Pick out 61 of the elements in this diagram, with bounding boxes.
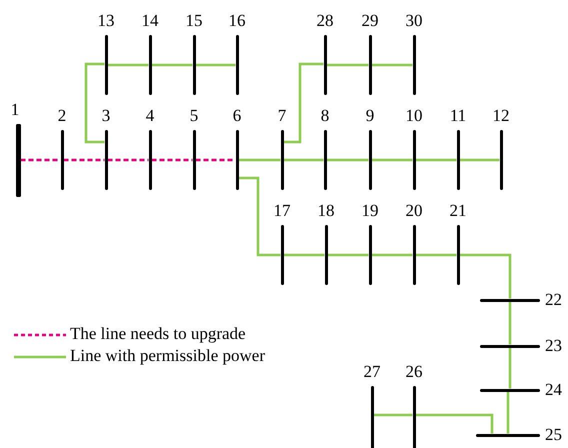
bus-number: 24 (545, 380, 562, 400)
bus-number: 7 (276, 106, 288, 126)
bus-number: 15 (184, 11, 204, 31)
power-line (508, 348, 512, 388)
bus-number: 21 (448, 201, 468, 221)
power-line (284, 158, 324, 162)
bus-number: 30 (404, 11, 424, 31)
bus-number: 19 (360, 201, 380, 221)
power-line (20, 158, 60, 162)
power-line (372, 158, 412, 162)
bus-number: 3 (100, 106, 112, 126)
power-line (416, 158, 456, 162)
bus-number: 26 (404, 362, 424, 382)
power-line (108, 64, 148, 66)
power-line (326, 158, 368, 162)
bus-number: 23 (545, 336, 562, 356)
bus-number: 6 (232, 106, 242, 126)
power-line (326, 64, 368, 66)
bus-number: 8 (320, 106, 330, 126)
power-line (372, 64, 412, 66)
power-line (416, 254, 456, 256)
power-line (284, 62, 324, 144)
power-line (374, 414, 412, 416)
bus-number: 9 (364, 106, 376, 126)
bus-number: 22 (545, 290, 562, 310)
bus-number: 17 (272, 201, 292, 221)
bus-number: 29 (360, 11, 380, 31)
power-line (372, 254, 412, 256)
power-line (152, 158, 192, 162)
bus-number: 13 (96, 11, 116, 31)
bus-number: 20 (404, 201, 424, 221)
bus-number: 18 (316, 201, 336, 221)
bus-number: 28 (316, 11, 334, 31)
power-line (64, 158, 104, 162)
power-line (416, 414, 494, 434)
bus-number: 25 (545, 425, 562, 445)
bus-number: 1 (10, 100, 20, 120)
bus-number: 27 (362, 362, 382, 382)
bus-number: 4 (144, 106, 156, 126)
bus-number: 10 (404, 106, 424, 126)
power-line (328, 254, 368, 256)
legend-text: The line needs to upgrade (70, 324, 246, 344)
power-line (238, 158, 280, 162)
power-line (84, 62, 104, 144)
bus-number: 11 (448, 106, 468, 126)
bus-number: 5 (188, 106, 200, 126)
power-line (196, 64, 236, 66)
power-line (506, 392, 510, 434)
bus-number: 16 (228, 11, 246, 31)
power-line (460, 254, 512, 298)
bus-number: 2 (56, 106, 68, 126)
bus-number: 12 (492, 106, 510, 126)
power-line (508, 302, 512, 344)
power-line (238, 176, 280, 256)
bus-number: 14 (140, 11, 160, 31)
power-line (460, 158, 500, 162)
power-line (196, 158, 236, 162)
power-line (152, 64, 192, 66)
legend-text: Line with permissible power (70, 346, 265, 366)
power-line (284, 254, 324, 256)
power-line (108, 158, 148, 162)
